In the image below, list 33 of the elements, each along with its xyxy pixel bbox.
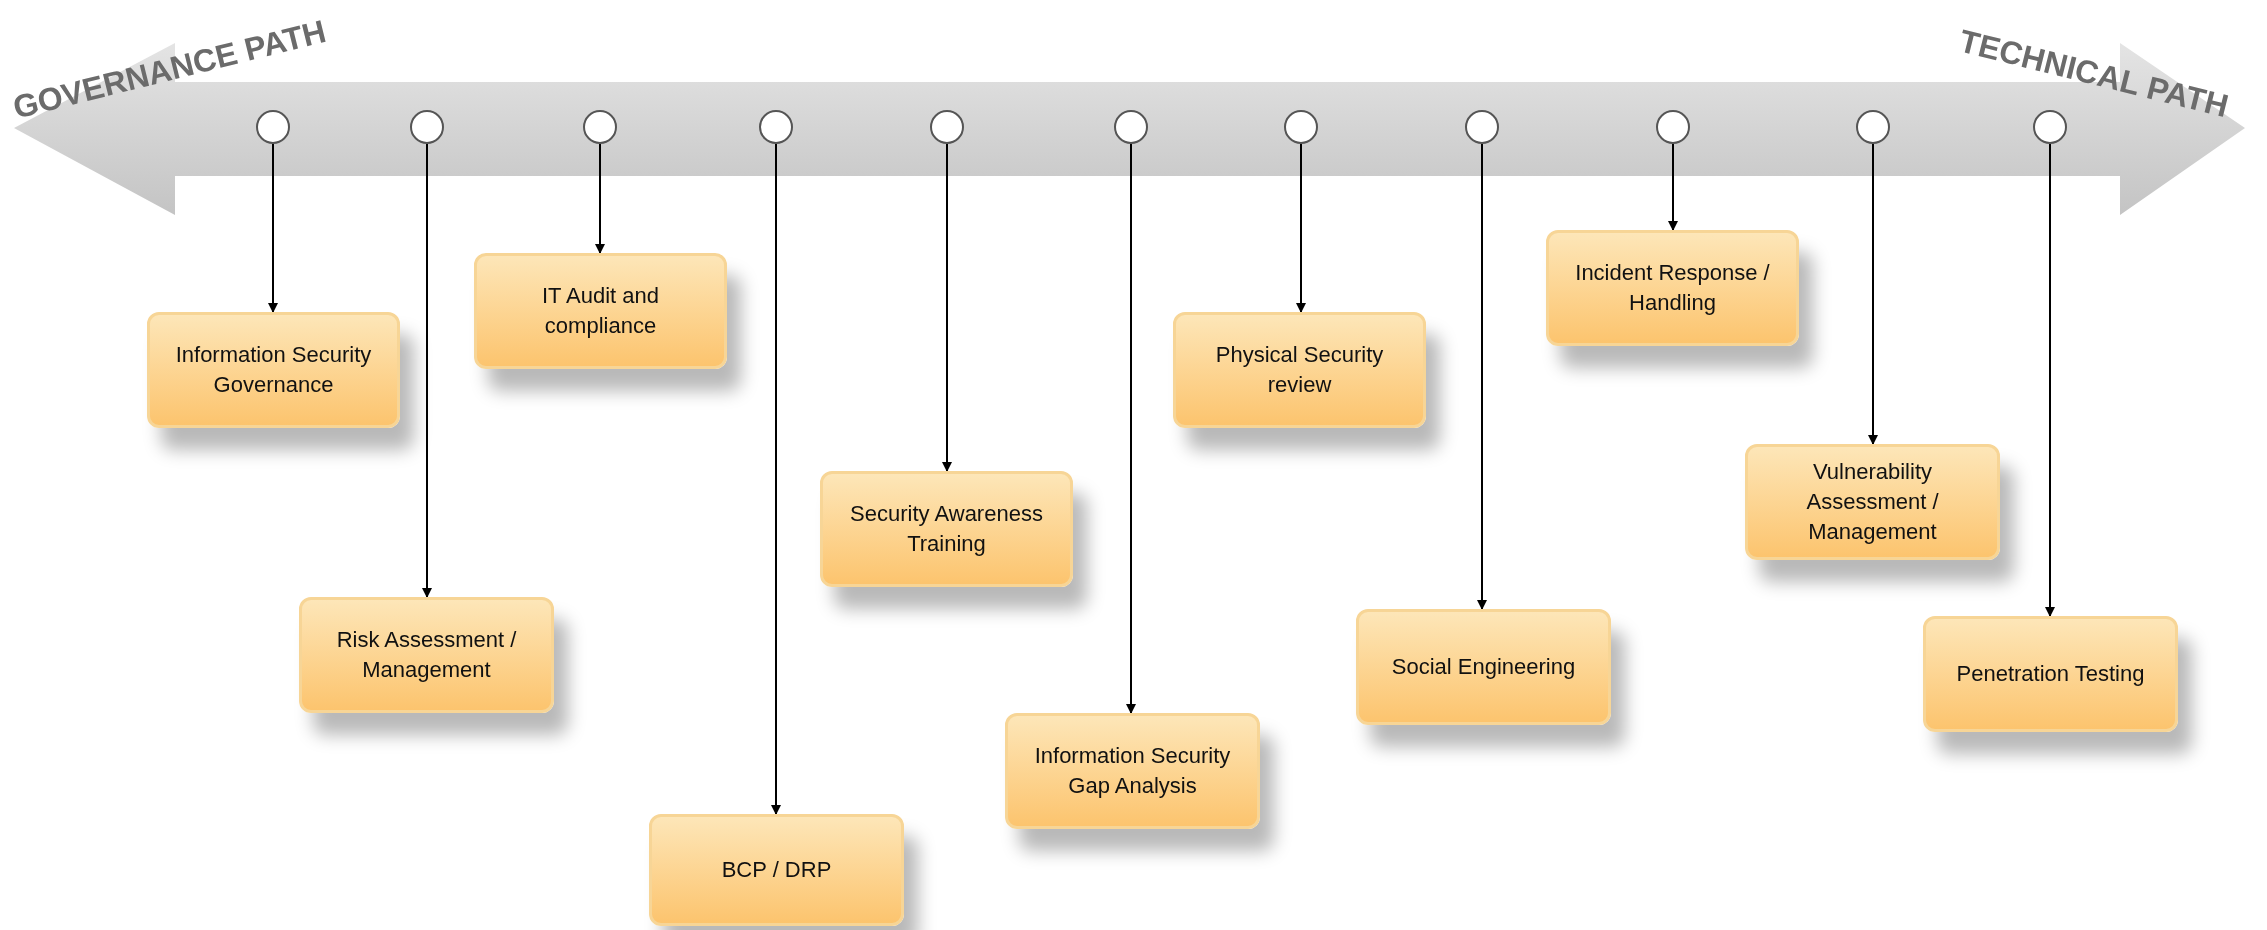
topic-label: Security Awareness Training: [849, 500, 1044, 558]
topic-box: [1546, 230, 1799, 346]
topic-label: Incident Response / Handling: [1574, 259, 1771, 317]
arrow: [1868, 143, 1878, 445]
topic-box: [1005, 713, 1260, 829]
topic-box: [1173, 312, 1426, 428]
topic-box: [1923, 616, 2178, 732]
arrow: [268, 143, 278, 313]
topic-label: Penetration Testing: [1956, 660, 2145, 688]
topic-label: Social Engineering: [1391, 653, 1576, 681]
topic-box: [1356, 609, 1611, 725]
topic-box: [299, 597, 554, 713]
arrow: [2045, 143, 2055, 617]
arrow: [942, 143, 952, 472]
arrow: [595, 143, 605, 254]
topic-box: [649, 814, 904, 926]
arrow: [422, 143, 432, 598]
topic-label: IT Audit and compliance: [541, 282, 660, 340]
topic-box: [147, 312, 400, 428]
topic-label: Vulnerability Assessment / Management: [1805, 458, 1940, 546]
arrow: [1126, 143, 1136, 714]
arrow: [1477, 143, 1487, 610]
arrow: [1668, 143, 1678, 231]
topic-label: Physical Security review: [1214, 341, 1385, 399]
arrow: [771, 143, 781, 815]
topic-label: Risk Assessment / Management: [335, 626, 518, 684]
topic-label: Information Security Gap Analysis: [1033, 742, 1232, 800]
topic-label: BCP / DRP: [721, 856, 832, 884]
arrow: [1296, 143, 1306, 313]
topic-label: Information Security Governance: [174, 341, 373, 399]
topic-box: [1745, 444, 2000, 560]
topic-box: [820, 471, 1073, 587]
topic-box: [474, 253, 727, 369]
